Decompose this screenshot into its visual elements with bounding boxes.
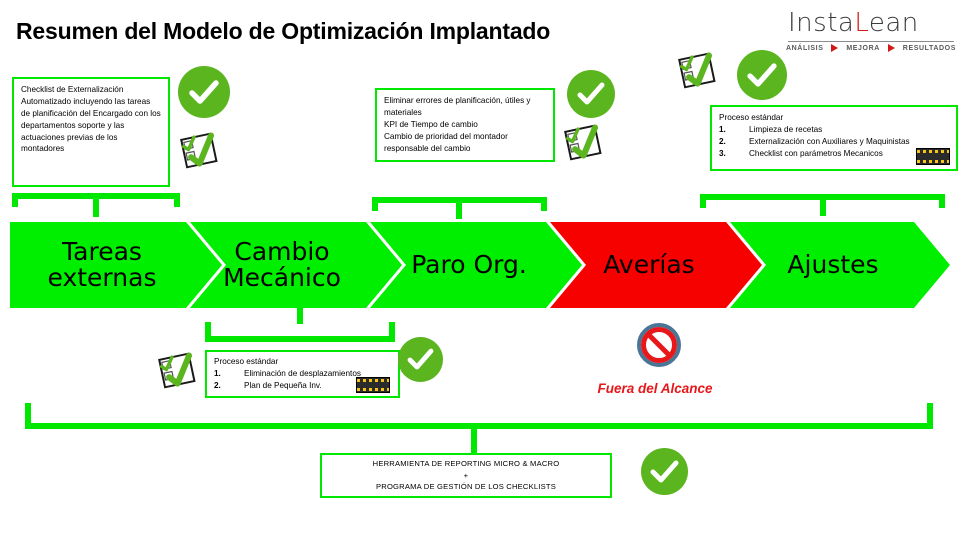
callout-cambio-mecanico-heading: Proceso estándar [214, 357, 279, 366]
logo-divider [788, 41, 954, 42]
process-step-ajustes[interactable]: Ajustes [730, 222, 950, 308]
callout-paro-org-line2: KPI de Tiempo de cambio [384, 119, 478, 129]
list-item-number: 1. [719, 124, 726, 134]
logo-tagline-resultados: RESULTADOS [902, 44, 956, 52]
triangle-right-icon [831, 44, 839, 52]
callout-cambio-mecanico: Proceso estándar 1. Eliminación de despl… [205, 350, 400, 398]
logo-word-part2: L [854, 8, 869, 38]
logo-word-part3: ean [868, 8, 919, 38]
bracket-global [25, 403, 933, 455]
callout-paro-org: Eliminar errores de planificación, útile… [375, 88, 555, 162]
bottom-callout-line3: PROGRAMA DE GESTIÓN DE LOS CHECKLISTS [376, 482, 556, 492]
bottom-callout-line2: + [463, 470, 469, 480]
process-step-label-line1: Paro Org. [411, 249, 527, 279]
callout-ajustes: Proceso estándar 1. Limpieza de recetas … [710, 105, 958, 171]
list-item-number: 2. [719, 136, 726, 146]
process-step-label-line1: Ajustes [787, 249, 879, 279]
process-step-label-line1: Cambio [234, 236, 330, 266]
check-circle-icon [641, 448, 688, 495]
logo-tagline-mejora: MEJORA [846, 44, 880, 52]
callout-tareas-externas: Checklist de Externalización Automatizad… [12, 77, 170, 187]
callout-ajustes-list: 1. Limpieza de recetas 2. Externalizació… [719, 124, 949, 160]
list-item: 1. Eliminación de desplazamientos [214, 368, 391, 380]
process-step-tareas-externas[interactable]: Tareas externas [10, 222, 222, 308]
callout-paro-org-line1: Eliminar errores de planificación, útile… [384, 96, 531, 117]
work-strip-icon [916, 148, 950, 165]
process-step-paro-org[interactable]: Paro Org. [370, 222, 582, 308]
bottom-callout: HERRAMIENTA DE REPORTING MICRO & MACRO +… [320, 453, 612, 498]
callout-ajustes-heading: Proceso estándar [719, 113, 784, 122]
list-item-label: Eliminación de desplazamientos [244, 368, 361, 378]
list-item-label: Externalización con Auxiliares y Maquini… [749, 136, 910, 146]
clipboard-check-icon [156, 350, 202, 392]
logo-tagline: ANÁLISIS MEJORA RESULTADOS [786, 44, 956, 52]
page-title: Resumen del Modelo de Optimización Impla… [16, 18, 551, 44]
process-step-label-line1: Averías [603, 249, 695, 279]
logo-word-part1: Insta [788, 8, 855, 38]
bracket-ajustes [700, 194, 945, 216]
list-item-label: Plan de Pequeña Inv. [244, 380, 322, 390]
check-circle-icon [178, 66, 230, 118]
process-step-label-line2: Mecánico [223, 263, 341, 292]
process-chevron-band: Tareas externas Cambio Mecánico Paro Org… [10, 222, 950, 308]
list-item-number: 1. [214, 368, 221, 378]
work-strip-icon [356, 377, 390, 393]
callout-cambio-mecanico-list: 1. Eliminación de desplazamientos 2. Pla… [214, 368, 391, 392]
list-item-label: Checklist con parámetros Mecanicos [749, 148, 883, 158]
list-item-label: Limpieza de recetas [749, 124, 823, 134]
bottom-callout-line1: HERRAMIENTA DE REPORTING MICRO & MACRO [372, 458, 560, 468]
check-circle-icon [737, 50, 787, 100]
list-item: 3. Checklist con parámetros Mecanicos [719, 148, 949, 160]
check-circle-icon [567, 70, 615, 118]
prohibition-icon [637, 323, 681, 367]
out-of-scope-label: Fuera del Alcance [597, 381, 713, 396]
logo-wordmark: InstaLean [788, 8, 919, 38]
instalean-logo: InstaLean ANÁLISIS MEJORA RESULTADOS [786, 8, 956, 56]
bracket-tareas-externas [12, 193, 180, 217]
process-step-label-line1: Tareas [62, 236, 142, 266]
clipboard-check-icon [178, 130, 224, 172]
list-item: 2. Plan de Pequeña Inv. [214, 380, 391, 392]
clipboard-check-icon [562, 122, 608, 164]
check-circle-icon [398, 337, 443, 382]
list-item-number: 3. [719, 148, 726, 158]
list-item: 2. Externalización con Auxiliares y Maqu… [719, 136, 949, 148]
list-item: 1. Limpieza de recetas [719, 124, 949, 136]
bracket-paro-org [372, 197, 547, 219]
list-item-number: 2. [214, 380, 221, 390]
bracket-cambio-mecanico [205, 308, 395, 342]
triangle-right-icon [887, 44, 895, 52]
process-step-label-line2: externas [47, 263, 157, 292]
callout-tareas-externas-text: Checklist de Externalización Automatizad… [21, 85, 161, 154]
clipboard-check-icon [676, 50, 722, 92]
logo-tagline-analisis: ANÁLISIS [786, 44, 824, 52]
callout-paro-org-line3: Cambio de prioridad del montador respons… [384, 131, 508, 153]
